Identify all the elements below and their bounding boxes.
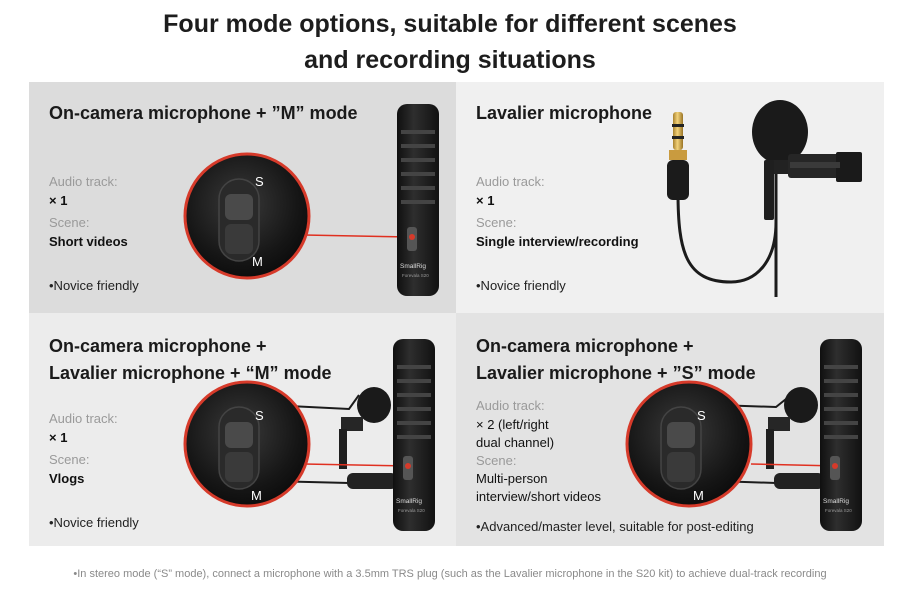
scene-label: Scene:	[49, 452, 90, 467]
scene-value: Vlogs	[49, 471, 85, 486]
panel-title-line-1: On-camera microphone +	[476, 336, 694, 356]
shotgun-mic: SmallRig Forevala S20	[820, 339, 862, 531]
scene-label: Scene:	[476, 215, 517, 230]
trs-plug	[667, 112, 689, 200]
svg-text:Forevala S20: Forevala S20	[825, 508, 852, 513]
switch-s-label: S	[255, 174, 264, 189]
svg-text:Forevala S20: Forevala S20	[398, 508, 425, 513]
svg-text:SmallRig: SmallRig	[400, 263, 426, 270]
lavalier-head	[766, 387, 824, 489]
panel-title-line-1: On-camera microphone +	[49, 336, 267, 356]
audio-track-value-line-1: × 2 (left/right	[476, 417, 549, 432]
mode-panel-on-camera-lavalier-m: On-camera microphone + Lavalier micropho…	[29, 313, 456, 546]
combo-mic-stereo-illustration: S M SmallRig Forevala S20	[625, 339, 862, 531]
svg-text:S: S	[697, 408, 706, 423]
panel-note: •Novice friendly	[49, 278, 139, 293]
scene-value: Single interview/recording	[476, 234, 639, 249]
lavalier-mic-illustration	[667, 100, 862, 297]
title-line-1: Four mode options, suitable for differen…	[163, 10, 737, 38]
panel-title-line-2: Lavalier microphone + “M” mode	[49, 363, 332, 383]
svg-text:SmallRig: SmallRig	[396, 498, 422, 505]
stereo-mode-footnote: •In stereo mode (“S” mode), connect a mi…	[73, 568, 827, 580]
mode-panel-on-camera-lavalier-s: On-camera microphone + Lavalier micropho…	[456, 313, 884, 546]
panel-note: •Novice friendly	[476, 278, 566, 293]
scene-label: Scene:	[49, 215, 90, 230]
page-title: Four mode options, suitable for differen…	[0, 6, 900, 78]
mode-panel-on-camera-m: On-camera microphone + ”M” mode Audio tr…	[29, 82, 456, 313]
leader-line	[303, 234, 412, 238]
audio-track-value: × 1	[49, 193, 68, 208]
panel-title: On-camera microphone + ”M” mode	[49, 103, 358, 123]
scene-value-line-2: interview/short videos	[476, 489, 601, 504]
audio-track-label: Audio track:	[49, 411, 118, 426]
audio-track-value: × 1	[476, 193, 495, 208]
audio-track-label: Audio track:	[476, 174, 545, 189]
panel-note: •Advanced/master level, suitable for pos…	[476, 519, 754, 534]
on-camera-mic-illustration: S M SmallRig Forevala S20	[183, 104, 439, 296]
panel-title-line-2: Lavalier microphone + ”S” mode	[476, 363, 756, 383]
panel-title: Lavalier microphone	[476, 103, 653, 123]
audio-track-label: Audio track:	[476, 398, 545, 413]
panel-note: •Novice friendly	[49, 515, 139, 530]
svg-text:SmallRig: SmallRig	[823, 498, 849, 505]
svg-text:S: S	[255, 408, 264, 423]
scene-value-line-1: Multi-person	[476, 471, 548, 486]
shotgun-mic: SmallRig Forevala S20	[397, 104, 439, 296]
shotgun-mic: SmallRig Forevala S20	[393, 339, 435, 531]
lavalier-head	[339, 387, 397, 489]
audio-track-label: Audio track:	[49, 174, 118, 189]
svg-text:Forevala S20: Forevala S20	[402, 273, 429, 278]
combo-mic-illustration: S M SmallRig Forevala S20	[183, 339, 435, 531]
svg-text:M: M	[251, 488, 262, 503]
svg-text:M: M	[693, 488, 704, 503]
mode-panel-lavalier: Lavalier microphone Audio track: × 1 Sce…	[456, 82, 884, 313]
scene-value: Short videos	[49, 234, 128, 249]
lavalier-head	[752, 100, 862, 220]
scene-label: Scene:	[476, 453, 517, 468]
title-line-2: and recording situations	[304, 46, 596, 74]
audio-track-value: × 1	[49, 430, 68, 445]
audio-track-value-line-2: dual channel)	[476, 435, 555, 450]
switch-m-label: M	[252, 254, 263, 269]
